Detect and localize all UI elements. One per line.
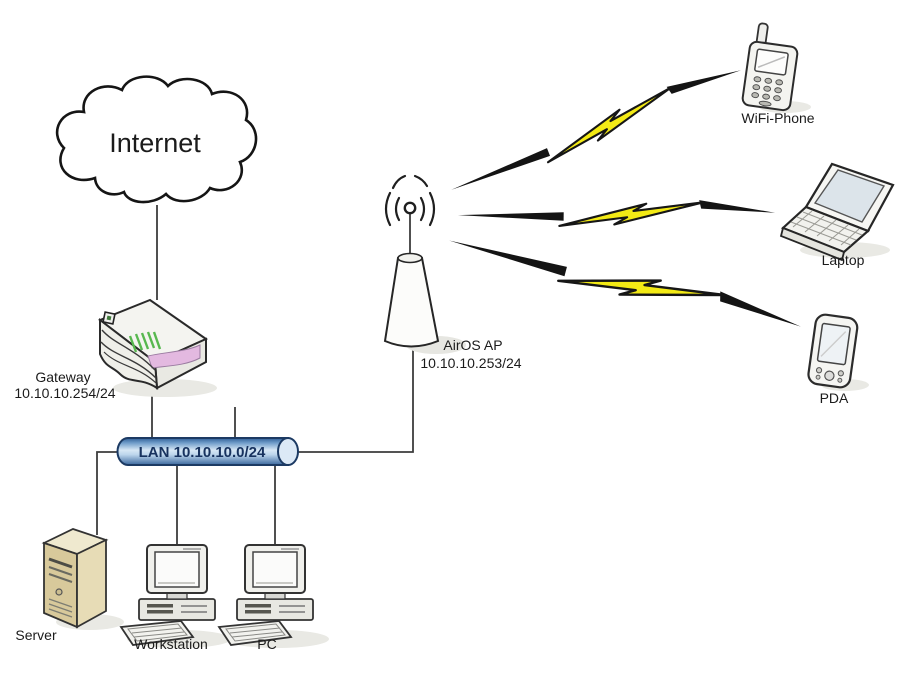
link-lan-ap — [296, 346, 414, 453]
pda-device: PDA — [807, 313, 869, 406]
bolt-ap-pda — [445, 219, 806, 346]
access-point-device: AirOS AP 10.10.10.253/24 — [383, 174, 522, 371]
wifi-phone-device: WiFi-Phone — [741, 22, 815, 126]
workstation-device: Workstation — [120, 544, 232, 652]
wifi-phone-label: WiFi-Phone — [741, 110, 814, 126]
lan-bus: LAN 10.10.10.0/24 — [116, 437, 299, 466]
internet-cloud: Internet — [55, 75, 258, 204]
gateway-label: Gateway — [35, 369, 90, 385]
ap-ip: 10.10.10.253/24 — [420, 355, 521, 371]
pc-device: PC — [218, 544, 330, 652]
wifi-signal-icon — [384, 174, 436, 227]
laptop-device: Laptop — [779, 162, 895, 268]
link-lan-server — [96, 451, 126, 535]
bolt-ap-laptop — [456, 196, 777, 230]
gateway-ip: 10.10.10.254/24 — [14, 385, 115, 401]
server-device: Server — [15, 528, 124, 643]
lan-label: LAN 10.10.10.0/24 — [139, 444, 266, 461]
laptop-keys — [790, 210, 863, 246]
pda-label: PDA — [820, 390, 849, 406]
gateway-leds — [128, 331, 162, 353]
server-label: Server — [15, 627, 57, 643]
laptop-label: Laptop — [822, 252, 865, 268]
pc-label: PC — [257, 636, 276, 652]
ap-label: AirOS AP — [443, 337, 502, 353]
phone-keypad — [751, 76, 784, 107]
internet-label: Internet — [109, 128, 201, 158]
bolt-ap-wifiphone — [443, 58, 748, 200]
workstation-label: Workstation — [134, 636, 208, 652]
gateway-device: Gateway 10.10.10.254/24 — [14, 298, 217, 401]
